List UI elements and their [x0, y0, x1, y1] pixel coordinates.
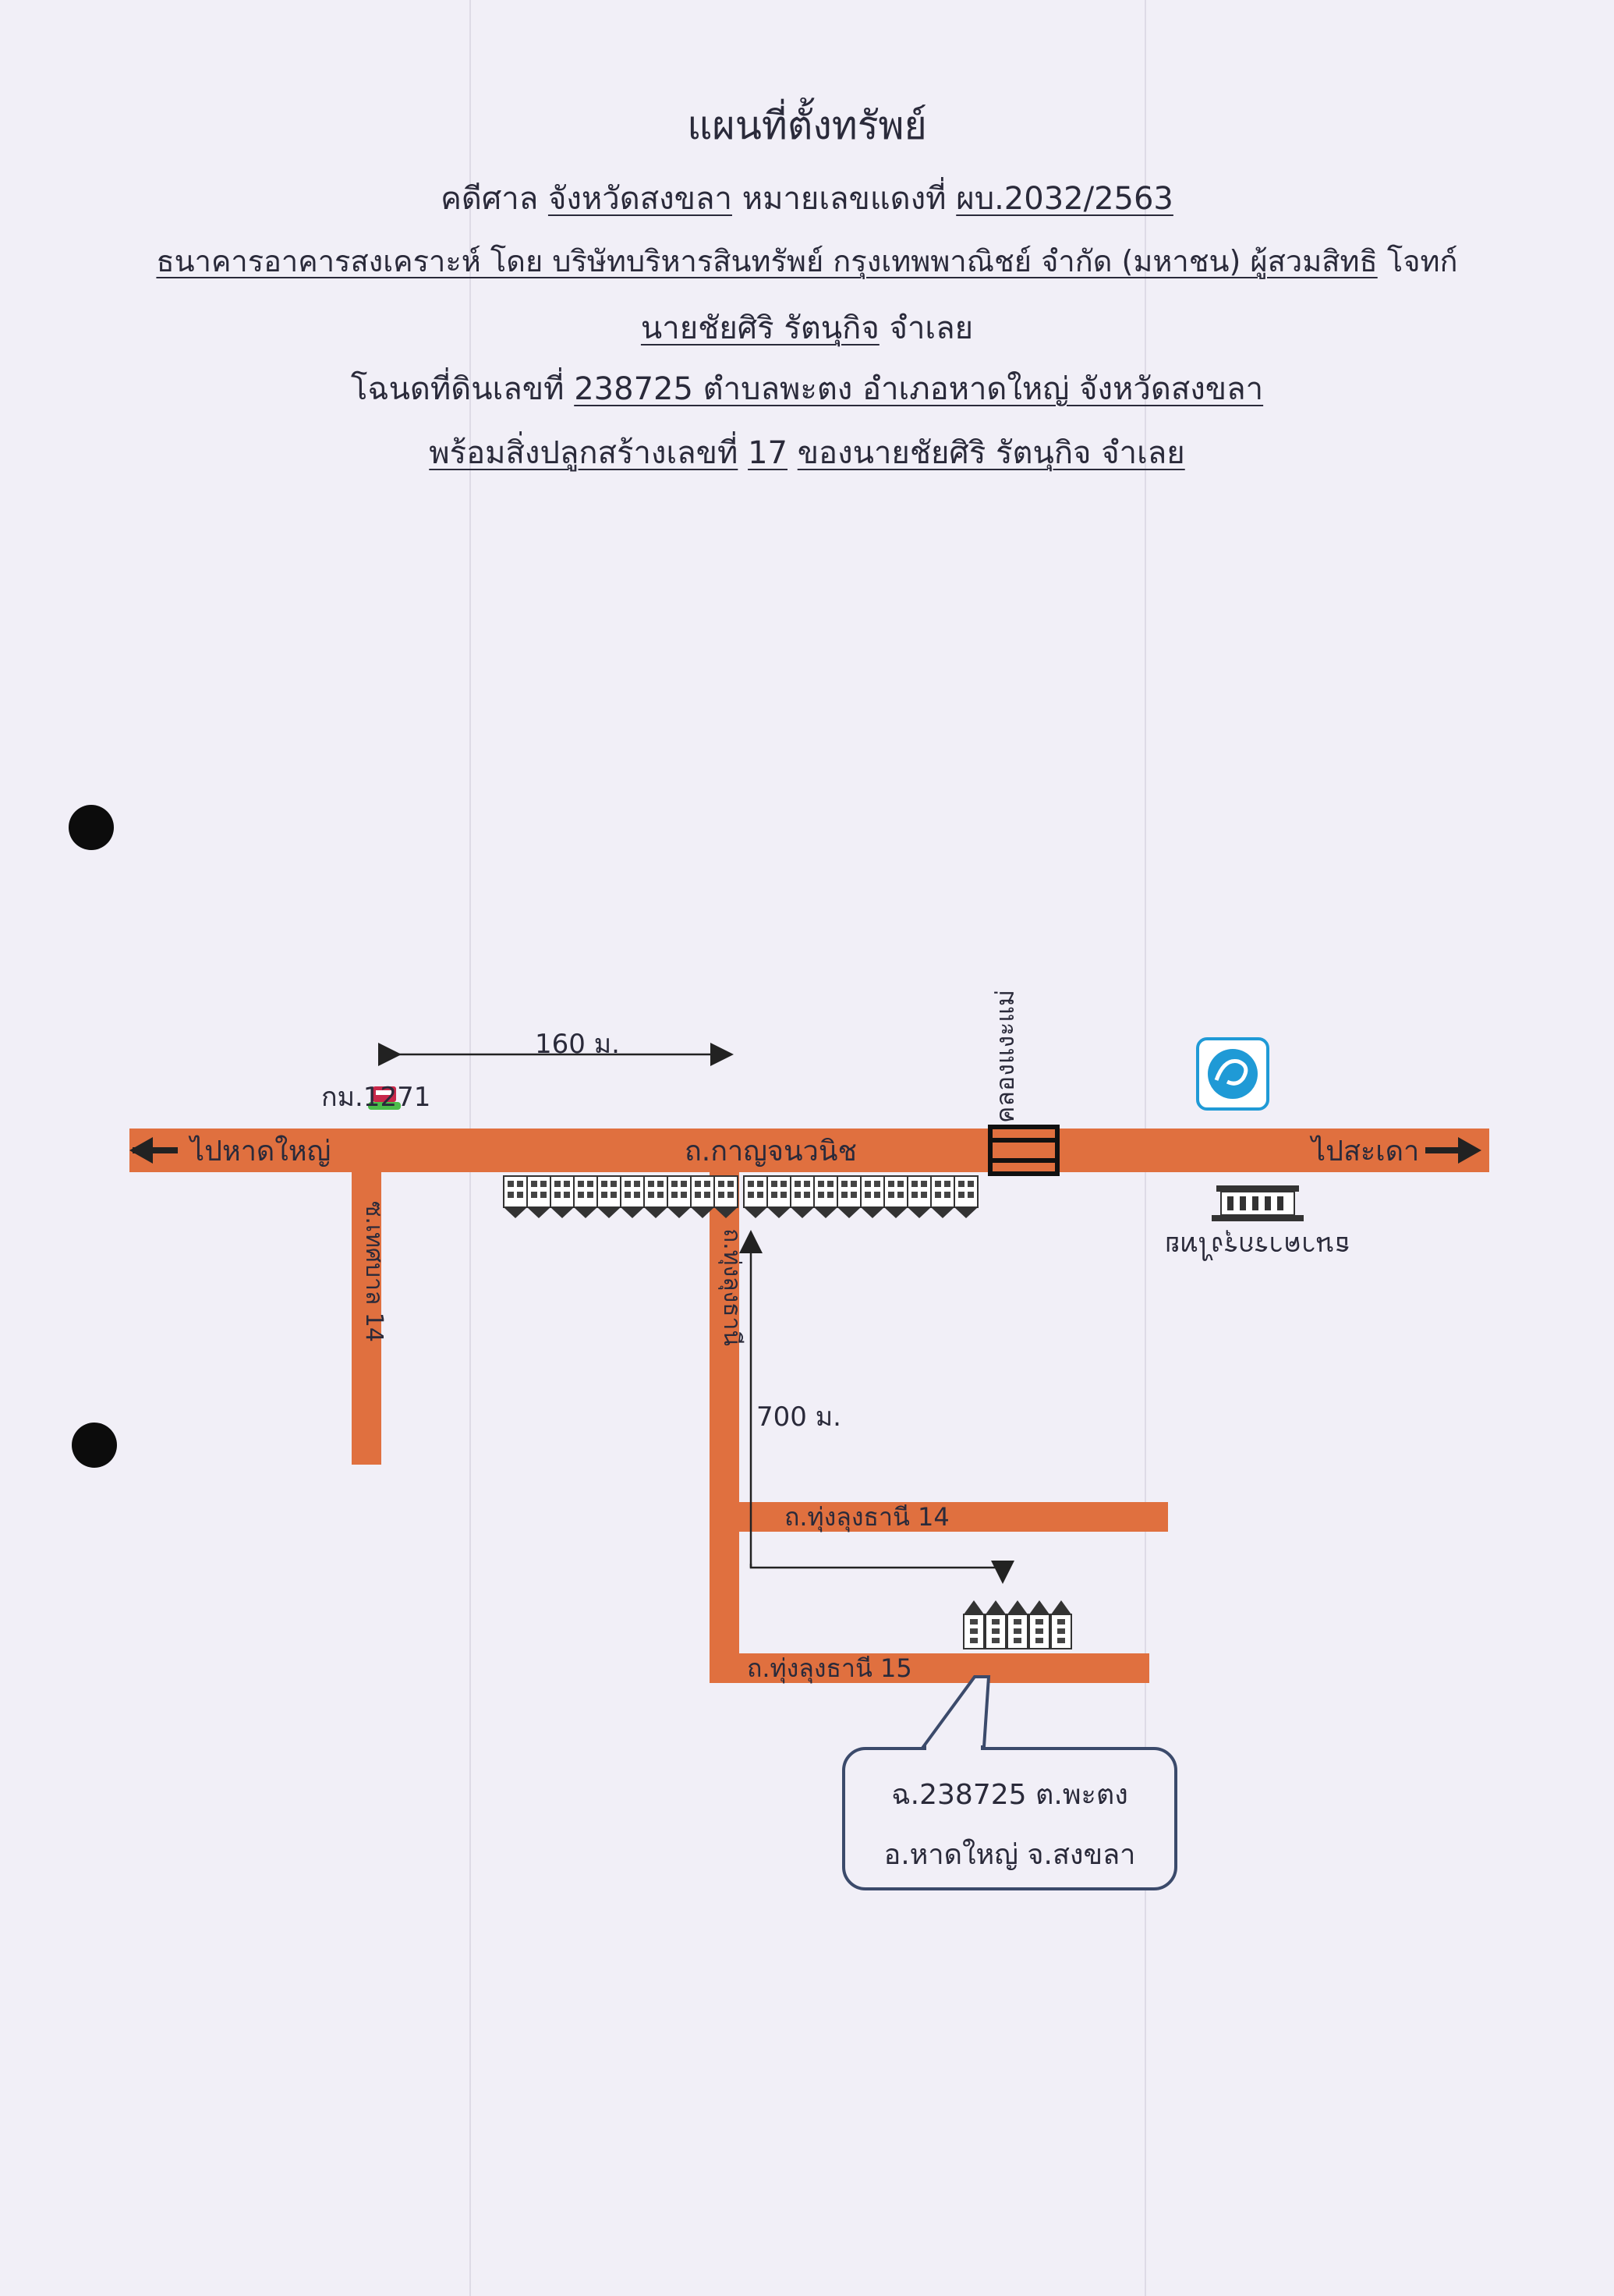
bank-building-icon: [1212, 1185, 1304, 1221]
deed-detail: 238725 ตำบลพะตง อำเภอหาดใหญ่ จังหวัดสงขล…: [574, 371, 1264, 407]
shophouse-unit-icon: [573, 1175, 598, 1219]
shophouse-unit-icon: [620, 1175, 645, 1219]
left-direction-arrow: [129, 1137, 178, 1164]
label-to-hatyai: ไปหาดใหญ่: [188, 1135, 331, 1167]
callout-deed-line: ฉ.238725 ต.พะตง: [891, 1779, 1128, 1811]
shophouse-unit-icon: [766, 1175, 791, 1219]
shophouse-unit-icon: [813, 1175, 838, 1219]
callout-location-line: อ.หาดใหญ่ จ.สงขลา: [883, 1839, 1136, 1871]
building-number: 17: [748, 435, 788, 471]
header-line-building: พร้อมสิ่งปลูกสร้างเลขที่ 17 ของนายชัยศิร…: [0, 427, 1614, 477]
defendant-role: จำเลย: [889, 310, 974, 346]
shophouse-unit-icon: [883, 1175, 908, 1219]
page-title: แผนที่ตั้งทรัพย์: [687, 103, 927, 148]
shophouse-unit-icon: [837, 1175, 862, 1219]
label-thunglung-14: ถ.ทุ่งลุงธานี 14: [784, 1502, 950, 1532]
route-line-to-property: [749, 1561, 1014, 1584]
roads: [129, 1129, 1489, 1683]
defendant-name: นายชัยศิริ รัตนุกิจ: [640, 310, 880, 346]
deed-prefix: โฉนดที่ดินเลขที่: [350, 371, 565, 407]
shophouse-unit-icon: [643, 1175, 668, 1219]
shophouse-unit-icon: [790, 1175, 815, 1219]
property-townhouse-icon: [963, 1600, 1072, 1649]
shophouse-unit-icon: [930, 1175, 955, 1219]
shophouse-unit-icon: [596, 1175, 621, 1219]
label-thunglung-15: ถ.ทุ่งลุงธานี 15: [747, 1653, 912, 1684]
road-thunglung-14: [710, 1502, 1168, 1532]
road-kanjanavanich: [129, 1129, 1489, 1172]
label-main-road: ถ.กาญจนวนิช: [685, 1136, 857, 1167]
case-label: หมายเลขแดงที่: [742, 181, 947, 217]
case-number: ผบ.2032/2563: [956, 181, 1173, 217]
shophouse-unit-icon: [907, 1175, 932, 1219]
label-bank: ธนาคารกรุงไทย: [1165, 1230, 1350, 1261]
property-callout: ฉ.238725 ต.พะตง อ.หาดใหญ่ จ.สงขลา: [842, 1747, 1177, 1890]
road-soi-thetsaban: [352, 1170, 381, 1465]
label-canal: คลองแงะแม่: [990, 990, 1020, 1123]
building-prefix: พร้อมสิ่งปลูกสร้างเลขที่: [429, 435, 738, 471]
header-line-defendant: นายชัยศิริ รัตนุกิจ จำเลย: [0, 303, 1614, 353]
plaintiff-name: ธนาคารอาคารสงเคราะห์ โดย บริษัทบริหารสิน…: [156, 244, 1378, 278]
road-thunglung: [710, 1170, 739, 1683]
callout-pointer-join: [926, 1745, 981, 1750]
road-thunglung-15: [710, 1653, 1149, 1683]
shophouse-row-left: [503, 1175, 738, 1219]
shophouse-unit-icon: [526, 1175, 551, 1219]
km-marker-icon: [368, 1086, 401, 1110]
shophouse-unit-icon: [667, 1175, 692, 1219]
shophouse-unit-icon: [503, 1175, 528, 1219]
shophouse-unit-icon: [860, 1175, 885, 1219]
header-line-court: คดีศาล จังหวัดสงขลา หมายเลขแดงที่ ผบ.203…: [0, 173, 1614, 223]
label-thunglung: ถ.ทุ่งลุงธานี: [717, 1228, 745, 1346]
right-direction-arrow: [1425, 1137, 1481, 1164]
punch-hole-top: [69, 805, 114, 850]
shophouse-row-right: [743, 1175, 979, 1219]
krungthai-bank-logo-icon: [1196, 1037, 1269, 1111]
label-to-sadao: ไปสะเดา: [1309, 1135, 1419, 1167]
callout-pointer: [920, 1675, 991, 1749]
label-km-marker: กม.1271: [321, 1082, 430, 1113]
header-line-plaintiff: ธนาคารอาคารสงเคราะห์ โดย บริษัทบริหารสิน…: [39, 237, 1575, 285]
punch-hole-bottom: [72, 1423, 117, 1468]
label-distance-700: 700 ม.: [756, 1401, 841, 1433]
court-prefix: คดีศาล: [441, 181, 539, 217]
court-province: จังหวัดสงขลา: [547, 181, 732, 217]
shophouse-unit-icon: [954, 1175, 979, 1219]
building-owner: ของนายชัยศิริ รัตนุกิจ จำเลย: [797, 435, 1185, 471]
shophouse-unit-icon: [743, 1175, 768, 1219]
plaintiff-role: โจทก์: [1386, 244, 1458, 278]
bridge-icon: [988, 1125, 1060, 1176]
label-distance-160: 160 ม.: [535, 1029, 620, 1060]
header-line-deed: โฉนดที่ดินเลขที่ 238725 ตำบลพะตง อำเภอหา…: [0, 363, 1614, 413]
label-soi-thetsaban: ซ.เทศบาล 14: [360, 1201, 388, 1342]
shophouse-unit-icon: [550, 1175, 575, 1219]
